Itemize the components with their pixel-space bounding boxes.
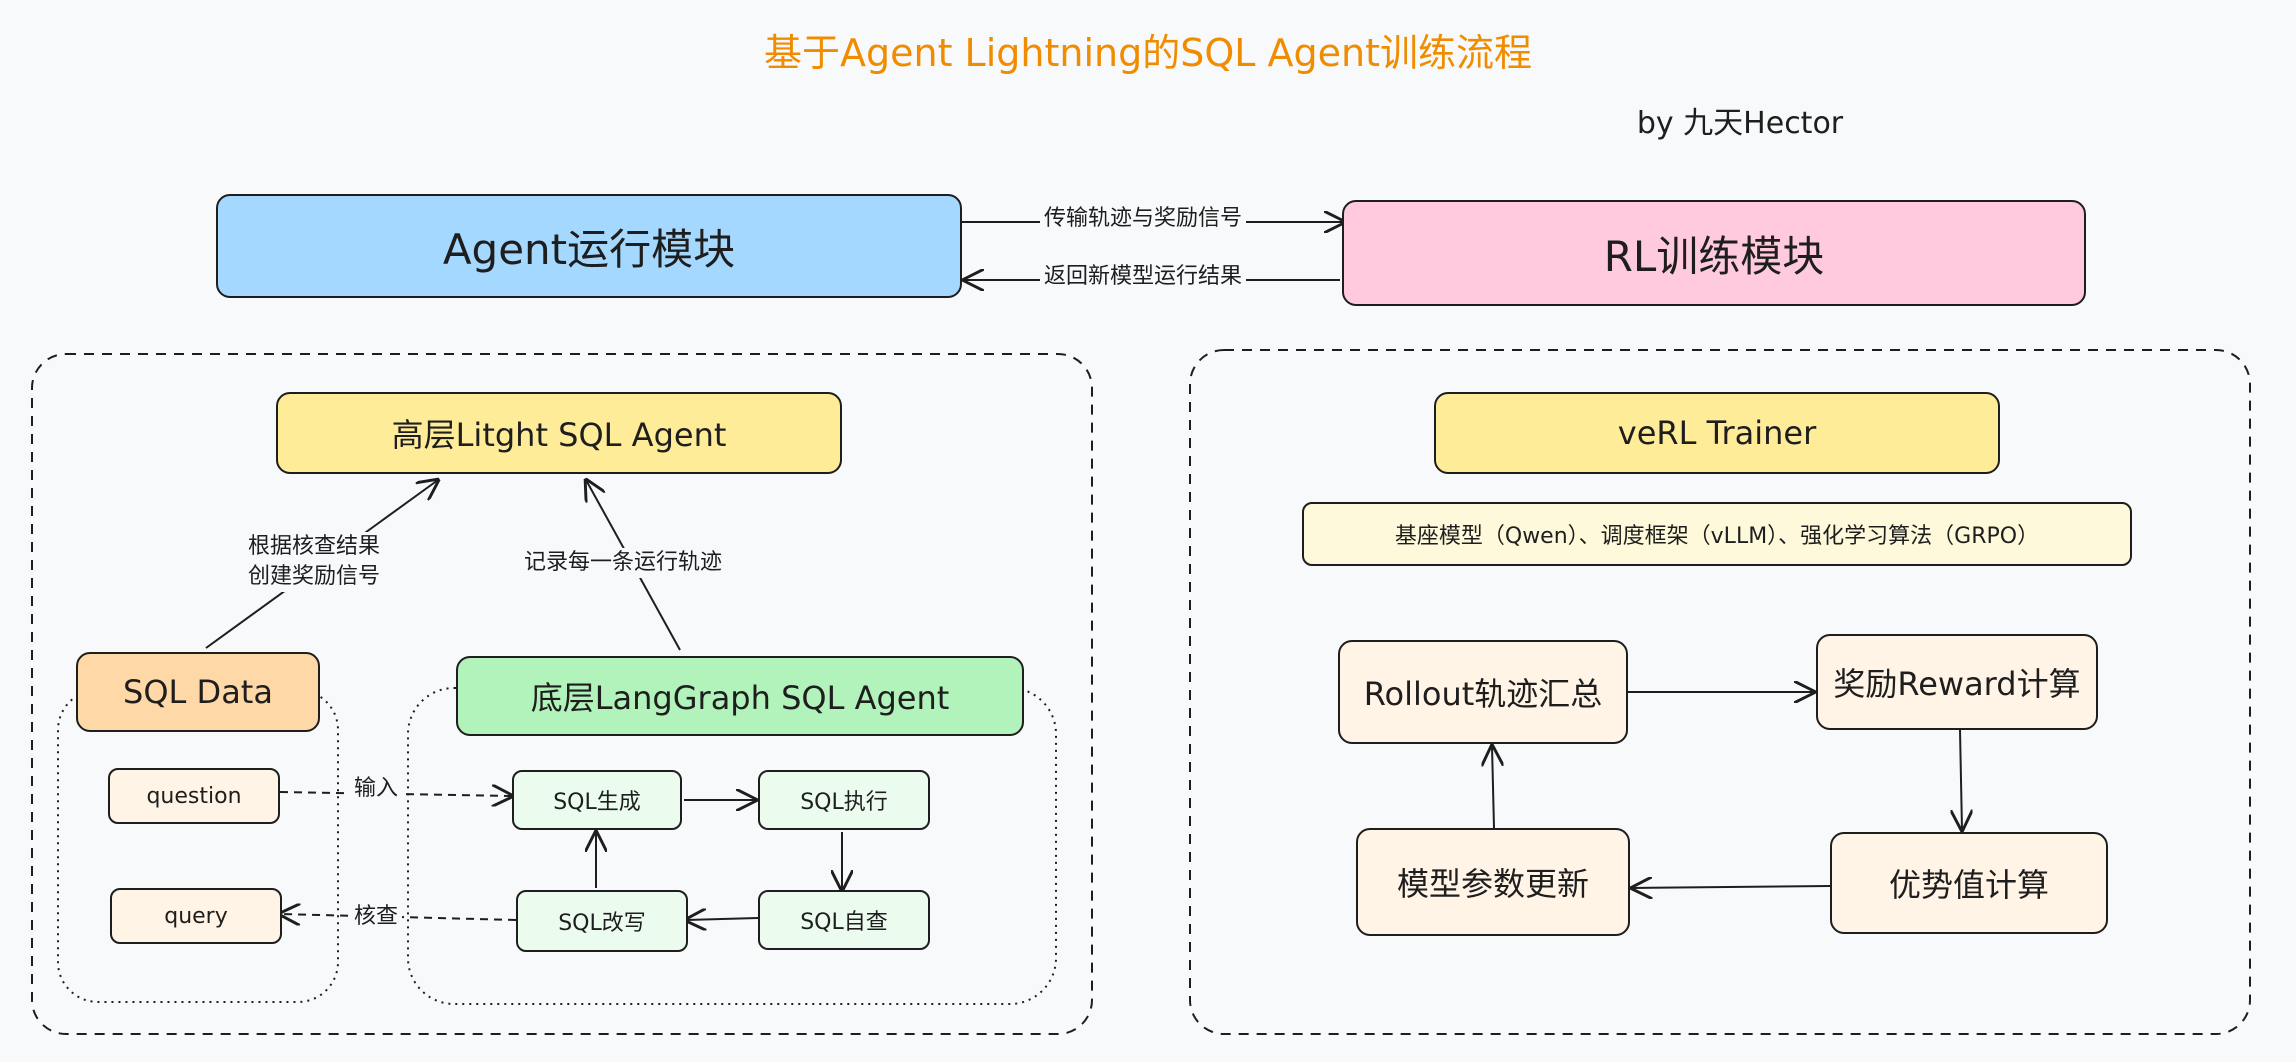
reward-label: 奖励Reward计算 xyxy=(1833,665,2081,703)
advantage-box: 优势值计算 xyxy=(1830,832,2108,934)
trainer-components-label: 基座模型（Qwen）、调度框架（vLLM）、强化学习算法（GRPO） xyxy=(1394,524,2040,549)
rollout-label: Rollout轨迹汇总 xyxy=(1363,675,1603,713)
agent-module-container xyxy=(31,353,1093,1035)
record-trajectory-label: 记录每一条运行轨迹 xyxy=(520,548,727,578)
verl-trainer-box: veRL Trainer xyxy=(1434,392,2000,474)
selfcheck-to-rewrite-arrow xyxy=(686,918,759,920)
check-arrow-label: 核查 xyxy=(350,902,403,932)
trainer-components-box: 基座模型（Qwen）、调度框架（vLLM）、强化学习算法（GRPO） xyxy=(1302,502,2132,566)
author-credit: by 九天Hector xyxy=(1636,106,1844,141)
low-level-agent-box: 底层LangGraph SQL Agent xyxy=(456,656,1024,736)
question-box: question xyxy=(108,768,280,824)
sql-execute-label: SQL执行 xyxy=(800,790,888,815)
send-arrow-label: 传输轨迹与奖励信号 xyxy=(1040,204,1247,234)
rl-training-module: RL训练模块 xyxy=(1342,200,2086,306)
verl-trainer-label: veRL Trainer xyxy=(1617,414,1817,452)
query-label: query xyxy=(164,903,228,929)
sql-rewrite-label: SQL改写 xyxy=(558,911,646,936)
question-label: question xyxy=(146,783,242,809)
reward-to-advantage-arrow xyxy=(1960,729,1962,830)
update-to-rollout-arrow xyxy=(1492,746,1494,829)
reward-box: 奖励Reward计算 xyxy=(1816,634,2098,730)
reward-signal-label-line2: 创建奖励信号 xyxy=(244,562,385,592)
advantage-label: 优势值计算 xyxy=(1888,866,2049,904)
rl-module-container xyxy=(1189,349,2251,1035)
sql-generate-box: SQL生成 xyxy=(512,770,682,830)
model-update-label: 模型参数更新 xyxy=(1396,865,1589,903)
sql-data-box: SQL Data xyxy=(76,652,320,732)
high-level-agent-box: 高层Litght SQL Agent xyxy=(276,392,842,474)
advantage-to-update-arrow xyxy=(1632,886,1831,888)
sql-selfcheck-label: SQL自查 xyxy=(800,910,888,935)
sql-generate-label: SQL生成 xyxy=(553,790,641,815)
return-arrow-label: 返回新模型运行结果 xyxy=(1040,262,1247,292)
sql-execute-box: SQL执行 xyxy=(758,770,930,830)
input-arrow-label: 输入 xyxy=(350,774,403,804)
sql-data-group xyxy=(57,689,339,1003)
agent-runtime-module-label: Agent运行模块 xyxy=(442,224,736,274)
reward-signal-label-line1: 根据核查结果 xyxy=(244,532,385,562)
sql-data-label: SQL Data xyxy=(123,673,273,711)
sql-selfcheck-box: SQL自查 xyxy=(758,890,930,950)
rl-training-module-label: RL训练模块 xyxy=(1603,231,1825,281)
agent-runtime-module: Agent运行模块 xyxy=(216,194,962,298)
rollout-box: Rollout轨迹汇总 xyxy=(1338,640,1628,744)
high-level-agent-label: 高层Litght SQL Agent xyxy=(391,416,727,454)
low-level-agent-label: 底层LangGraph SQL Agent xyxy=(530,679,950,717)
query-box: query xyxy=(110,888,282,944)
sql-rewrite-box: SQL改写 xyxy=(516,890,688,952)
diagram-title: 基于Agent Lightning的SQL Agent训练流程 xyxy=(764,31,1532,75)
model-update-box: 模型参数更新 xyxy=(1356,828,1630,936)
